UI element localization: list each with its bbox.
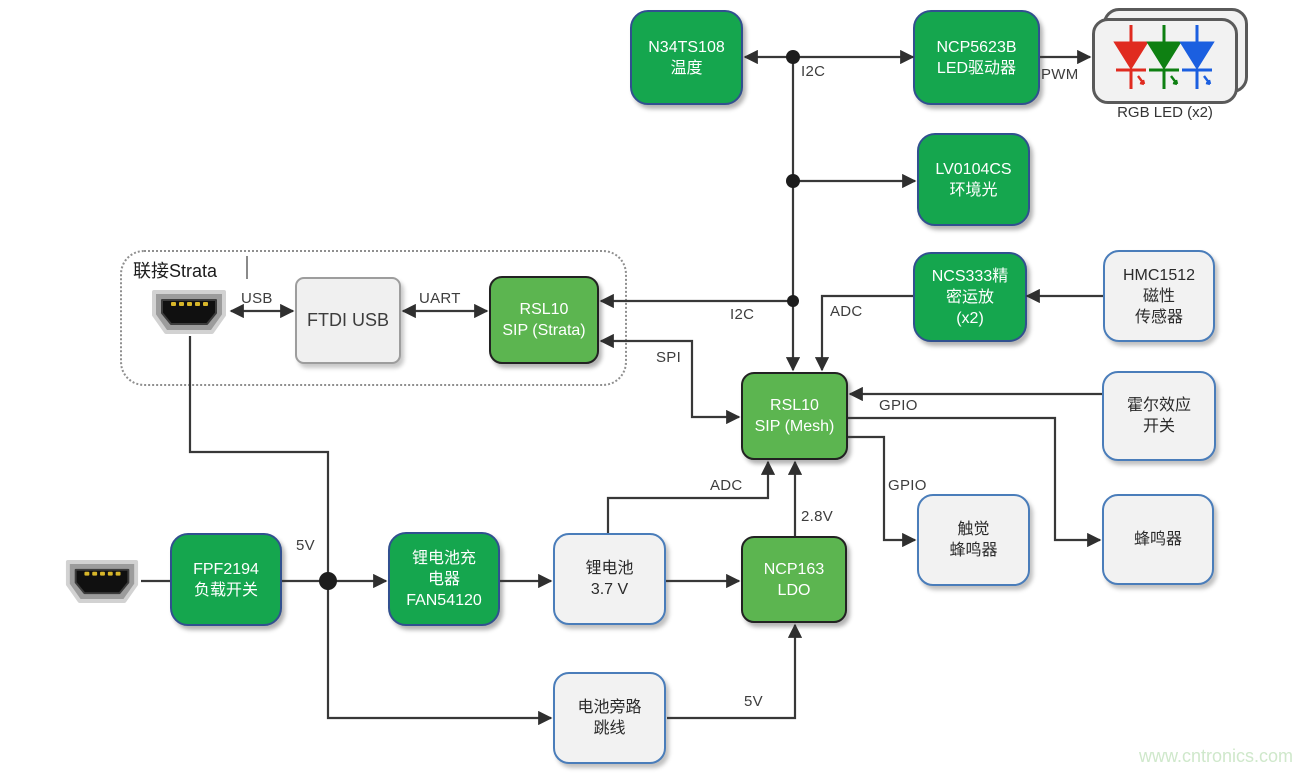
block-lv0104cs-label: LV0104CS — [935, 160, 1012, 178]
mini-usb-connector-icon — [65, 560, 139, 603]
block-ncs333-label: 密运放 — [945, 288, 994, 306]
rgb-led-diodes-icon — [1113, 25, 1215, 89]
block-n34ts108-label: 温度 — [670, 59, 703, 77]
block-fan54120-label: FAN54120 — [406, 591, 482, 609]
block-hmc1512-label: HMC1512 — [1122, 266, 1196, 284]
block-ncs333: NCS333精密运放 (x2) — [913, 252, 1027, 342]
mini-usb-connector-icon — [152, 290, 226, 334]
strata-group-outline — [120, 250, 627, 386]
block-bypass-jumper-label: 电池旁路 — [577, 699, 642, 716]
block-fpf2194-label: 负载开关 — [193, 581, 258, 599]
wire-bypass-5v-ldo — [667, 623, 803, 720]
wire-label-pwm: PWM — [1041, 66, 1079, 83]
wire-label-gpio-haptic: GPIO — [888, 477, 927, 494]
led-symbol — [1113, 25, 1149, 89]
block-fan54120-label: 电器 — [427, 570, 460, 588]
junction-dot — [787, 295, 799, 307]
junction-dot — [786, 174, 800, 188]
block-fpf2194-label: FPF2194 — [193, 560, 259, 578]
block-buzzer: 蜂鸣器 — [1102, 494, 1214, 585]
wire-label-adc-battery: ADC — [710, 477, 743, 494]
block-rsl10-strata-label: RSL10 — [519, 301, 569, 318]
block-bypass-jumper: 电池旁路跳线 — [553, 672, 666, 764]
wire-label-i2c-mid: I2C — [730, 306, 755, 323]
block-fan54120: 锂电池充电器 FAN54120 — [388, 532, 500, 626]
block-hmc1512: HMC1512 磁性传感器 — [1103, 250, 1215, 342]
block-ftdi: FTDI USB — [295, 277, 401, 364]
junction-dot — [319, 572, 337, 590]
block-ftdi-label: FTDI USB — [306, 310, 389, 330]
wire-label-v5-rail: 5V — [296, 537, 315, 554]
block-ncs333-label: (x2) — [956, 309, 984, 327]
block-haptic-buzzer: 触觉蜂鸣器 — [917, 494, 1030, 586]
block-haptic-buzzer-label: 触觉 — [957, 521, 990, 538]
block-ncs333-label: NCS333精 — [931, 267, 1009, 285]
block-fpf2194: FPF2194 负载开关 — [170, 533, 282, 626]
block-fan54120-label: 锂电池充 — [411, 549, 476, 567]
block-li-battery-label: 3.7 V — [590, 581, 629, 598]
block-n34ts108: N34TS108 温度 — [630, 10, 743, 105]
led-symbol — [1146, 25, 1182, 89]
strata-group-caption: 联接Strata — [133, 261, 218, 281]
block-hall-switch: 霍尔效应开关 — [1102, 371, 1216, 461]
rgb-led-caption: RGB LED (x2) — [1117, 104, 1213, 121]
block-buzzer-label: 蜂鸣器 — [1133, 531, 1182, 548]
block-hmc1512-label: 磁性 — [1142, 287, 1175, 305]
wire-label-spi: SPI — [656, 349, 682, 366]
wire-label-usb: USB — [241, 290, 273, 307]
led-symbol — [1179, 25, 1215, 89]
block-rsl10-strata-label: SIP (Strata) — [502, 322, 586, 339]
block-ncp163-label: LDO — [777, 581, 811, 599]
block-ncp163-label: NCP163 — [763, 560, 825, 578]
block-ncp5623b-label: NCP5623B — [936, 38, 1017, 56]
block-li-battery: 锂电池 3.7 V — [553, 533, 666, 625]
block-ncp5623b: NCP5623B LED驱动器 — [913, 10, 1040, 105]
wire-label-v5-bypass: 5V — [744, 693, 763, 710]
block-li-battery-label: 锂电池 — [585, 560, 634, 577]
block-lv0104cs: LV0104CS 环境光 — [917, 133, 1030, 226]
wire-adc-battery — [606, 460, 776, 533]
wire-label-i2c-top: I2C — [801, 63, 826, 80]
strata-caption-tick — [246, 256, 248, 279]
junction-dot — [786, 50, 800, 64]
block-hall-switch-label: 开关 — [1142, 418, 1175, 435]
block-lv0104cs-label: 环境光 — [949, 181, 998, 199]
wire-label-gpio-hall: GPIO — [879, 397, 918, 414]
wire-label-v28: 2.8V — [801, 508, 834, 525]
wire-label-uart: UART — [419, 290, 461, 307]
block-n34ts108-label: N34TS108 — [648, 38, 725, 56]
block-hall-switch-label: 霍尔效应 — [1126, 397, 1191, 414]
block-rsl10-mesh-label: SIP (Mesh) — [754, 418, 835, 435]
block-haptic-buzzer-label: 蜂鸣器 — [949, 542, 998, 559]
watermark: www.cntronics.com — [1138, 746, 1293, 766]
block-ncp5623b-label: LED驱动器 — [936, 59, 1017, 77]
block-rsl10-mesh-label: RSL10 — [770, 397, 819, 414]
block-hmc1512-label: 传感器 — [1134, 308, 1183, 326]
block-bypass-jumper-label: 跳线 — [593, 720, 626, 737]
wire-label-adc-top: ADC — [830, 303, 863, 320]
